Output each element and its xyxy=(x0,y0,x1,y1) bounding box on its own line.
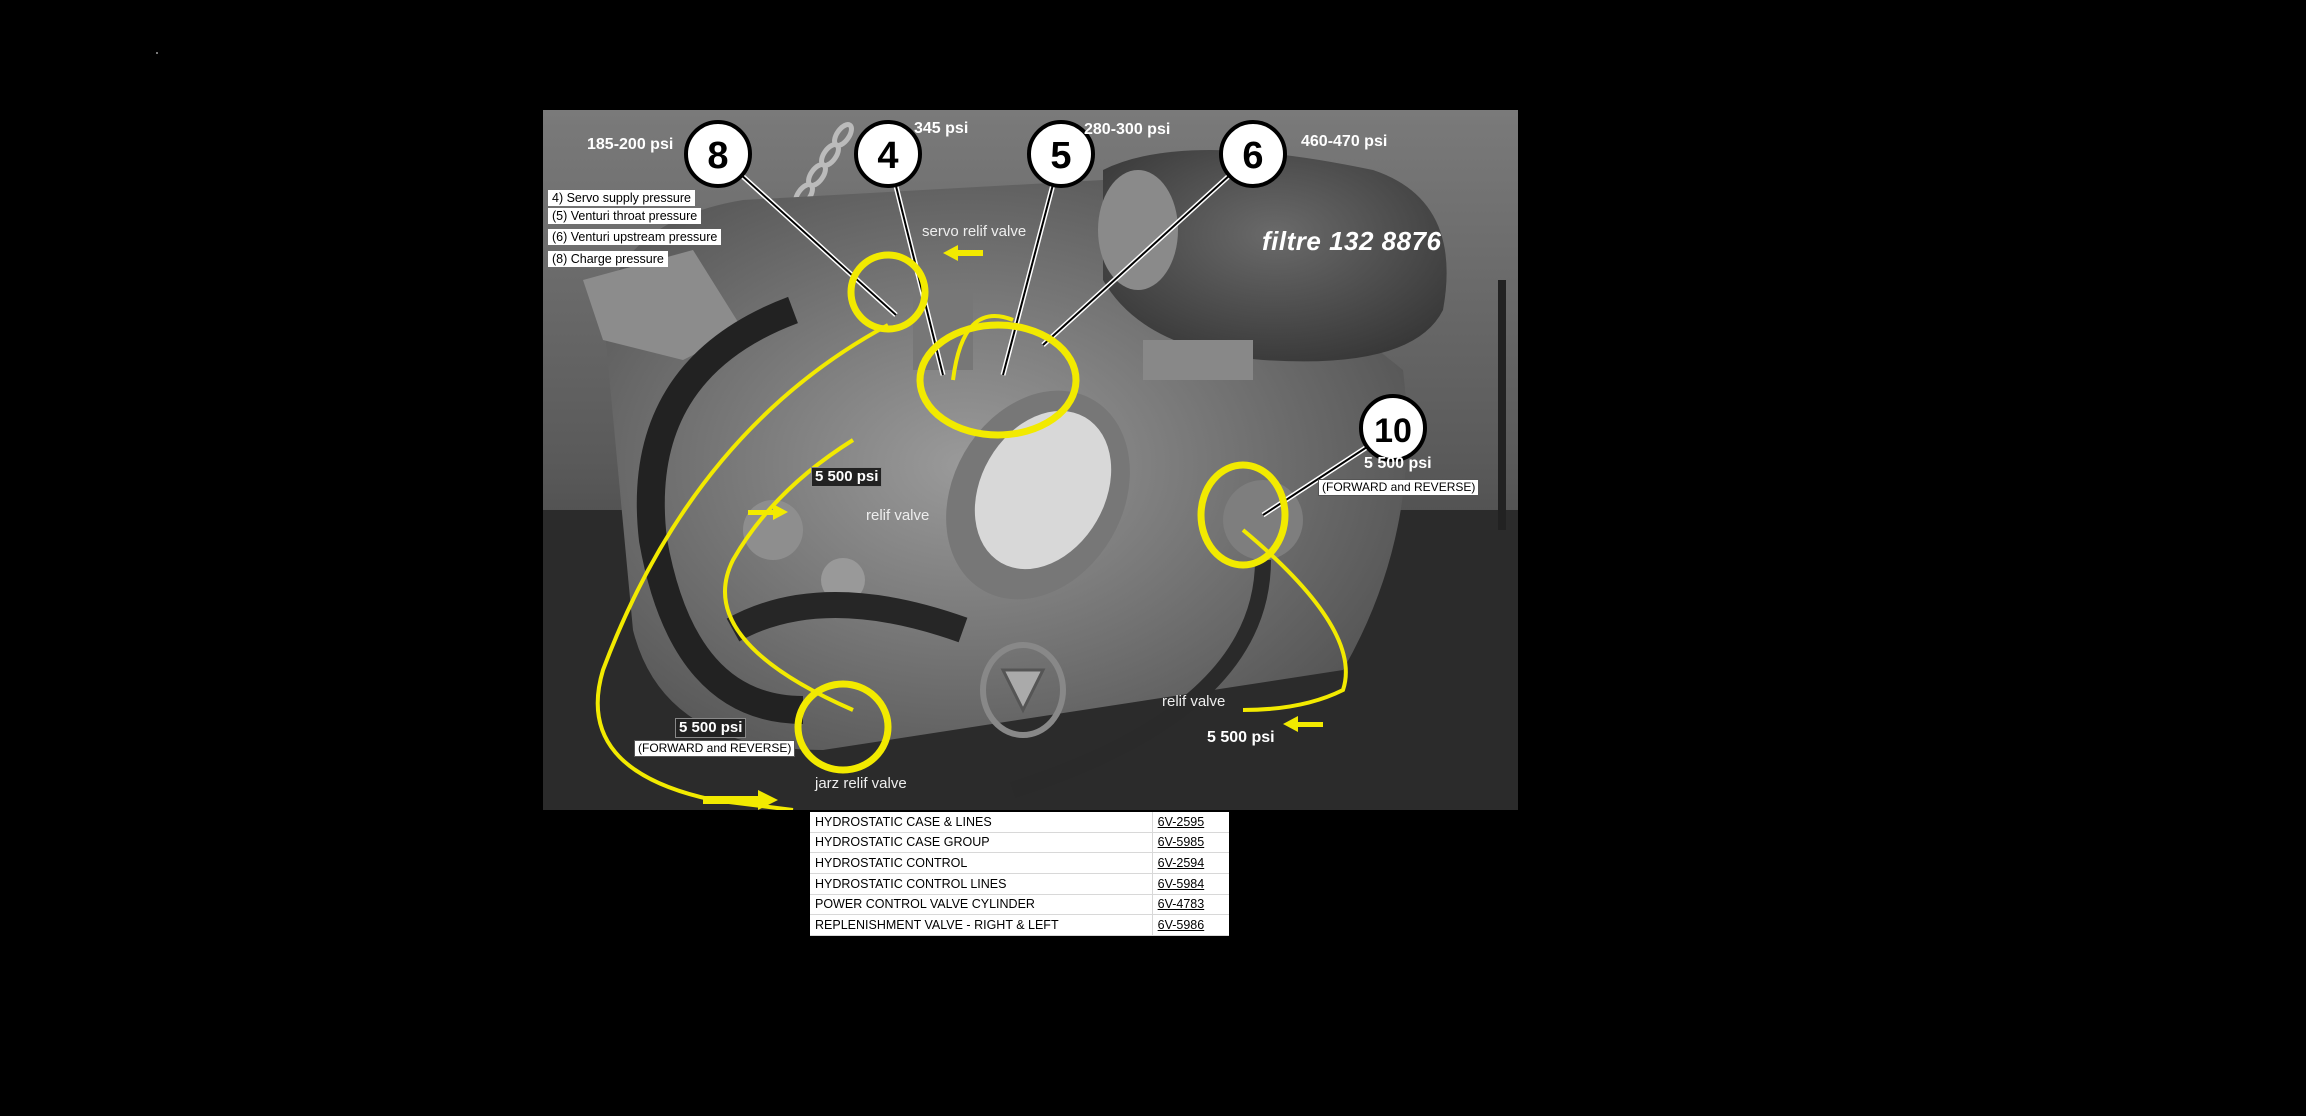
table-row: POWER CONTROL VALVE CYLINDER 6V-4783 xyxy=(810,894,1229,916)
callout-number-8: 8 xyxy=(707,135,728,177)
part-name: HYDROSTATIC CONTROL xyxy=(810,852,1153,874)
part-number-link[interactable]: 6V-5986 xyxy=(1151,914,1229,936)
forward-reverse-right: (FORWARD and REVERSE) xyxy=(1318,479,1480,496)
pressure-label-left-low: 5 500 psi xyxy=(675,718,747,738)
pressure-label-right-low: 5 500 psi xyxy=(1207,729,1275,746)
arrow-right-relief xyxy=(1283,716,1323,732)
arrow-servo-relief xyxy=(943,245,983,261)
arrow-jarz-relief xyxy=(703,790,778,810)
filter-label: filtre 132 8876 xyxy=(1262,226,1442,256)
highlight-venturi-ring xyxy=(916,321,1080,439)
table-row: HYDROSTATIC CASE & LINES 6V-2595 xyxy=(810,812,1229,833)
jarz-relief-label: jarz relif valve xyxy=(815,775,907,792)
part-number-link[interactable]: 6V-4783 xyxy=(1151,894,1229,916)
highlight-path-right xyxy=(1241,528,1348,712)
part-name: HYDROSTATIC CASE GROUP xyxy=(810,832,1153,854)
relief-valve-right-label: relif valve xyxy=(1162,693,1226,710)
highlight-path-venturi xyxy=(951,314,1014,381)
forward-reverse-left: (FORWARD and REVERSE) xyxy=(634,740,796,757)
pressure-label-8: 185-200 psi xyxy=(587,136,674,153)
legend-servo-supply: 4) Servo supply pressure xyxy=(548,190,695,206)
pressure-label-5: 280-300 psi xyxy=(1084,121,1171,138)
stray-dot xyxy=(156,52,158,54)
pump-photo: 8 4 5 6 10 xyxy=(543,110,1518,810)
table-row: REPLENISHMENT VALVE - RIGHT & LEFT 6V-59… xyxy=(810,914,1229,936)
pressure-label-6: 460-470 psi xyxy=(1301,133,1388,150)
highlight-lower-relief-ring xyxy=(794,680,892,774)
callout-circle-10 xyxy=(1359,394,1427,462)
pressure-label-4: 345 psi xyxy=(914,120,969,137)
part-number-link[interactable]: 6V-5985 xyxy=(1151,832,1229,854)
table-row: HYDROSTATIC CONTROL 6V-2594 xyxy=(810,852,1229,874)
relief-valve-left-label: relif valve xyxy=(866,507,930,524)
highlight-path-left xyxy=(595,323,889,810)
callout-number-10: 10 xyxy=(1374,412,1412,450)
callout-number-4: 4 xyxy=(877,135,898,177)
legend-charge: (8) Charge pressure xyxy=(548,251,668,267)
part-number-link[interactable]: 6V-5984 xyxy=(1151,873,1229,895)
callout-circle-4 xyxy=(854,120,922,188)
highlight-charge-ring xyxy=(847,251,929,333)
servo-relief-label: servo relif valve xyxy=(922,223,1027,240)
part-number-link[interactable]: 6V-2594 xyxy=(1151,852,1229,874)
highlight-path-mid xyxy=(723,438,855,712)
callout-circle-5 xyxy=(1027,120,1095,188)
highlight-right-relief-ring xyxy=(1197,461,1289,569)
legend-venturi-throat: (5) Venturi throat pressure xyxy=(548,208,702,224)
parts-table: HYDROSTATIC CASE & LINES 6V-2595 HYDROST… xyxy=(810,812,1229,936)
part-number-link[interactable]: 6V-2595 xyxy=(1151,812,1229,833)
arrow-left-relief xyxy=(748,504,788,520)
part-name: REPLENISHMENT VALVE - RIGHT & LEFT xyxy=(810,914,1153,936)
part-name: HYDROSTATIC CASE & LINES xyxy=(810,812,1153,833)
legend-venturi-upstream: (6) Venturi upstream pressure xyxy=(548,229,722,245)
pressure-label-10: 5 500 psi xyxy=(1364,455,1432,472)
table-row: HYDROSTATIC CONTROL LINES 6V-5984 xyxy=(810,873,1229,895)
part-name: POWER CONTROL VALVE CYLINDER xyxy=(810,894,1153,916)
callout-circle-6 xyxy=(1219,120,1287,188)
part-name: HYDROSTATIC CONTROL LINES xyxy=(810,873,1153,895)
pressure-label-left-mid: 5 500 psi xyxy=(811,467,883,487)
callout-number-5: 5 xyxy=(1050,135,1071,177)
table-row: HYDROSTATIC CASE GROUP 6V-5985 xyxy=(810,832,1229,854)
callout-circle-8 xyxy=(684,120,752,188)
callout-number-6: 6 xyxy=(1242,135,1263,177)
